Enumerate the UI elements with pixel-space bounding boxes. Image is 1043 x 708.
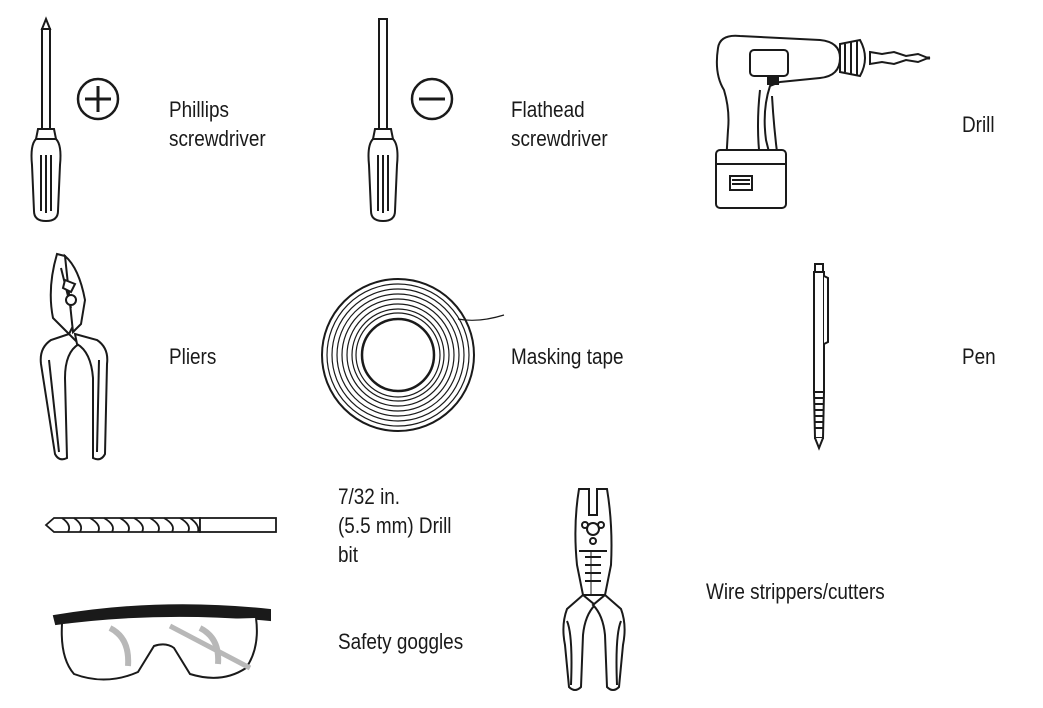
wire-strippers-label: Wire strippers/cutters (706, 577, 885, 606)
pen-label-text: Pen (962, 344, 996, 369)
flathead-label-line2: screwdriver (511, 126, 608, 151)
drill-label-text: Drill (962, 112, 995, 137)
drill-bit-label-line3: bit (338, 542, 358, 567)
phillips-screwdriver-icon (22, 15, 132, 230)
drill-bit-label: 7/32 in. (5.5 mm) Drill bit (338, 482, 452, 569)
drill-bit-label-line2: (5.5 mm) Drill (338, 513, 452, 538)
drill-label: Drill (962, 110, 995, 139)
masking-tape-label: Masking tape (511, 342, 624, 371)
flathead-label: Flathead screwdriver (511, 95, 608, 153)
pliers-label-text: Pliers (169, 344, 217, 369)
phillips-label-line2: screwdriver (169, 126, 266, 151)
wire-strippers-icon (555, 485, 645, 695)
safety-goggles-label-text: Safety goggles (338, 629, 464, 654)
pen-label: Pen (962, 342, 996, 371)
drill-bit-icon (40, 510, 285, 540)
masking-tape-label-text: Masking tape (511, 344, 624, 369)
phillips-label-line1: Phillips (169, 97, 229, 122)
phillips-label: Phillips screwdriver (169, 95, 266, 153)
drill-bit-label-line1: 7/32 in. (338, 484, 401, 509)
pen-icon (806, 262, 836, 452)
masking-tape-icon (318, 275, 508, 435)
drill-icon (710, 30, 935, 215)
wire-strippers-label-text: Wire strippers/cutters (706, 579, 885, 604)
flathead-screwdriver-icon (360, 15, 470, 230)
pliers-icon (35, 248, 125, 466)
safety-goggles-label: Safety goggles (338, 627, 463, 656)
flathead-label-line1: Flathead (511, 97, 585, 122)
pliers-label: Pliers (169, 342, 216, 371)
safety-goggles-icon (50, 598, 280, 688)
